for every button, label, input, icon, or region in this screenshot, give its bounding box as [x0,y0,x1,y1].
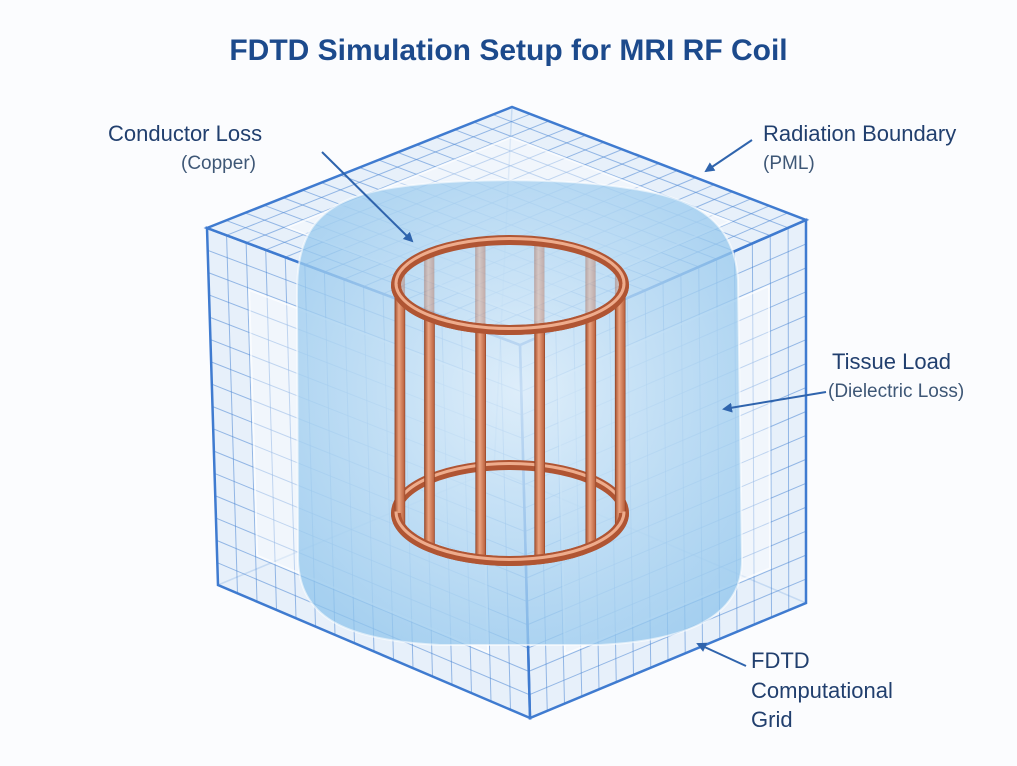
grid-line [769,235,772,618]
grid-label-line3: Grid [751,707,793,732]
coil-rung [424,316,435,548]
grid-line [751,243,755,625]
coil-rung [475,328,487,560]
coil-rung [534,328,546,560]
coil-rung [394,296,406,526]
coil-top-ring-front-highlight [394,283,626,330]
radiation-boundary-label: Radiation Boundary [763,121,957,146]
grid-line [473,121,771,237]
grid-line [492,114,789,229]
arrow-conductor-loss [321,151,414,243]
diagram-title: FDTD Simulation Setup for MRI RF Coil [229,34,788,67]
grid-label-line2: Computational [751,678,893,703]
arrow-computational-grid [696,642,747,667]
coil-rung [614,296,626,526]
coil-bottom-ring-front-highlight [394,511,626,561]
callout-arrows [321,139,827,667]
tissue-load-sublabel: (Dielectric Loss) [828,381,965,402]
radiation-boundary-sublabel: (PML) [763,153,815,174]
arrow-radiation-boundary [704,139,753,173]
grid-label-line1: FDTD [751,648,810,673]
arrow-tissue-load [722,391,827,413]
grid-line [787,227,790,611]
conductor-loss-sublabel: (Copper) [181,153,256,174]
coil-rung [585,316,597,548]
birdcage-coil [391,235,629,566]
grid-line [529,578,807,696]
tissue-load-volume [295,179,744,646]
tissue-load-label: Tissue Load [832,349,952,374]
conductor-loss-label: Conductor Loss [108,121,263,146]
